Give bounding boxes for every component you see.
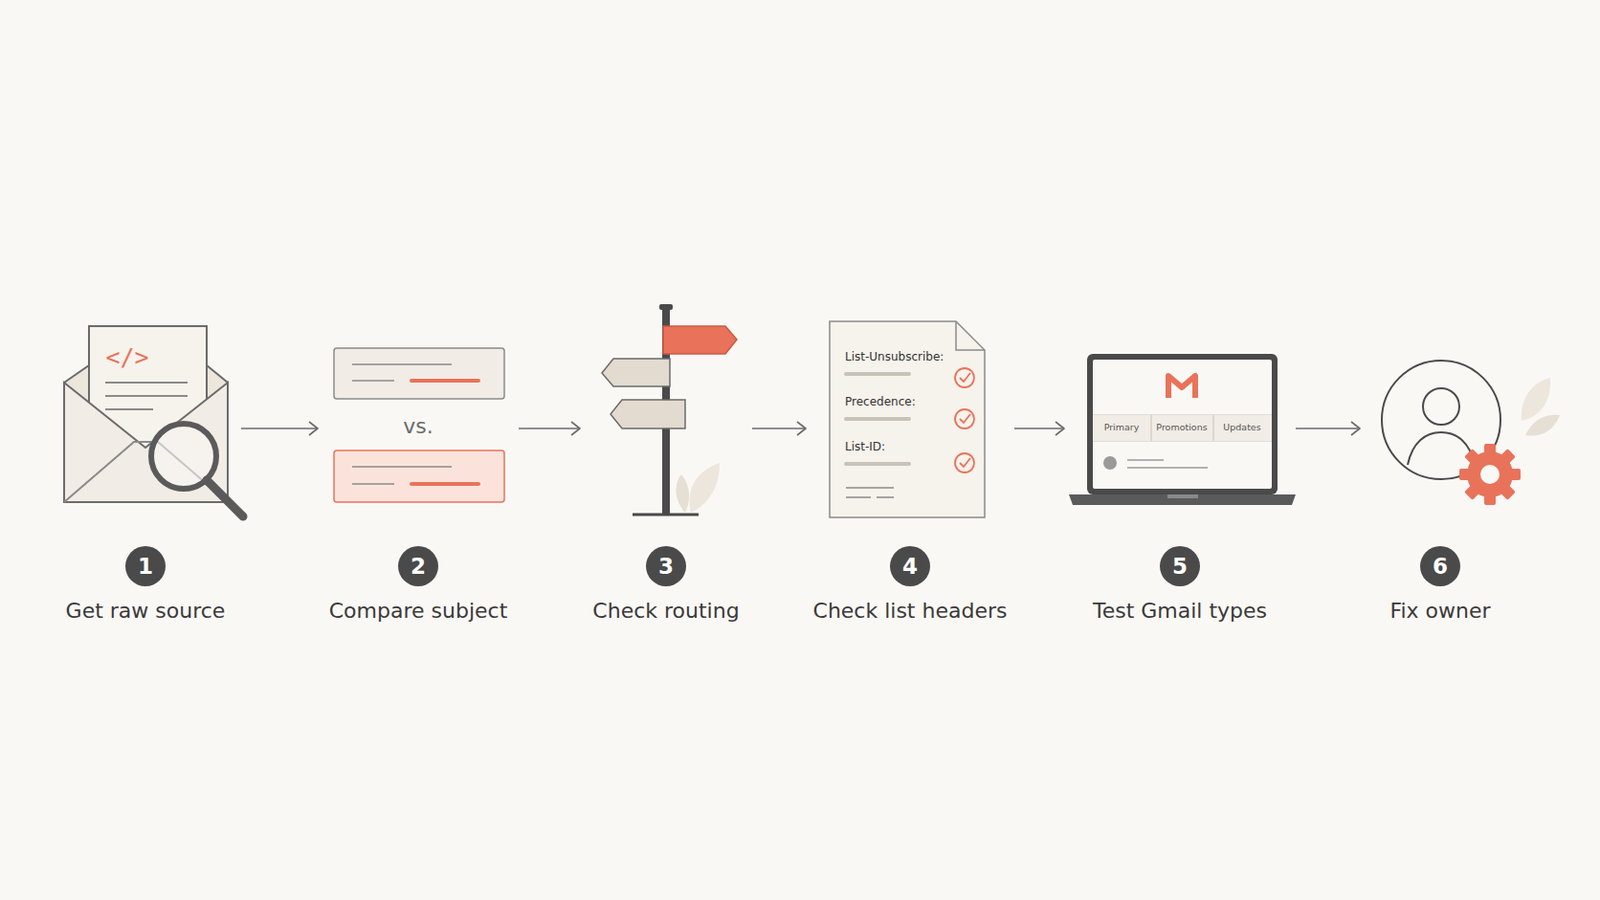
signpost-icon	[601, 304, 737, 515]
step-label: Fix owner	[1389, 599, 1490, 623]
step-number-badge: 5	[1159, 546, 1200, 587]
step-number: 5	[1172, 554, 1188, 579]
step-number: 3	[658, 554, 674, 579]
illustration-label: vs.	[402, 416, 433, 438]
document-icon	[829, 321, 985, 518]
envelope-icon	[64, 326, 244, 517]
step-label: Compare subject	[329, 599, 509, 623]
illustration-label: Precedence:	[844, 396, 916, 408]
step: 6Fix owner	[1359, 315, 1521, 632]
flow-arrow	[1014, 422, 1065, 436]
step: 3Check routing	[579, 315, 753, 632]
illustration-label: Promotions	[1155, 422, 1207, 433]
step-label: Get raw source	[66, 599, 226, 623]
step-number-badge: 2	[398, 546, 439, 587]
step: 5Test Gmail types	[1064, 315, 1296, 632]
step-number: 6	[1432, 554, 1448, 579]
flow-arrow	[1295, 422, 1360, 436]
illustration-label: Updates	[1222, 422, 1261, 433]
illustration-label: List-ID:	[844, 441, 886, 453]
step-number-badge: 3	[645, 546, 687, 587]
illustration-label: List-Unsubscribe:	[844, 351, 944, 363]
step-number-badge: 6	[1420, 546, 1461, 587]
flow-arrow	[518, 422, 580, 436]
step-number: 1	[137, 554, 154, 579]
step-label: Check routing	[592, 599, 739, 623]
flow-arrow	[241, 422, 318, 436]
step-number-badge: 4	[889, 546, 931, 587]
compare-icon	[333, 348, 505, 503]
step-number: 4	[902, 554, 918, 579]
step-number-badge: 1	[125, 546, 166, 587]
step-number: 2	[410, 554, 426, 579]
step-label: Test Gmail types	[1092, 599, 1267, 623]
illustration-label: Primary	[1104, 422, 1140, 433]
laptop-icon	[1068, 354, 1296, 506]
owner-icon	[1381, 360, 1560, 506]
flow-arrow	[752, 422, 806, 436]
step: 4Check list headers	[805, 315, 1015, 632]
illustration-label: </>	[105, 345, 149, 370]
step-label: Check list headers	[813, 599, 1008, 623]
step: 2Compare subject	[317, 315, 519, 632]
